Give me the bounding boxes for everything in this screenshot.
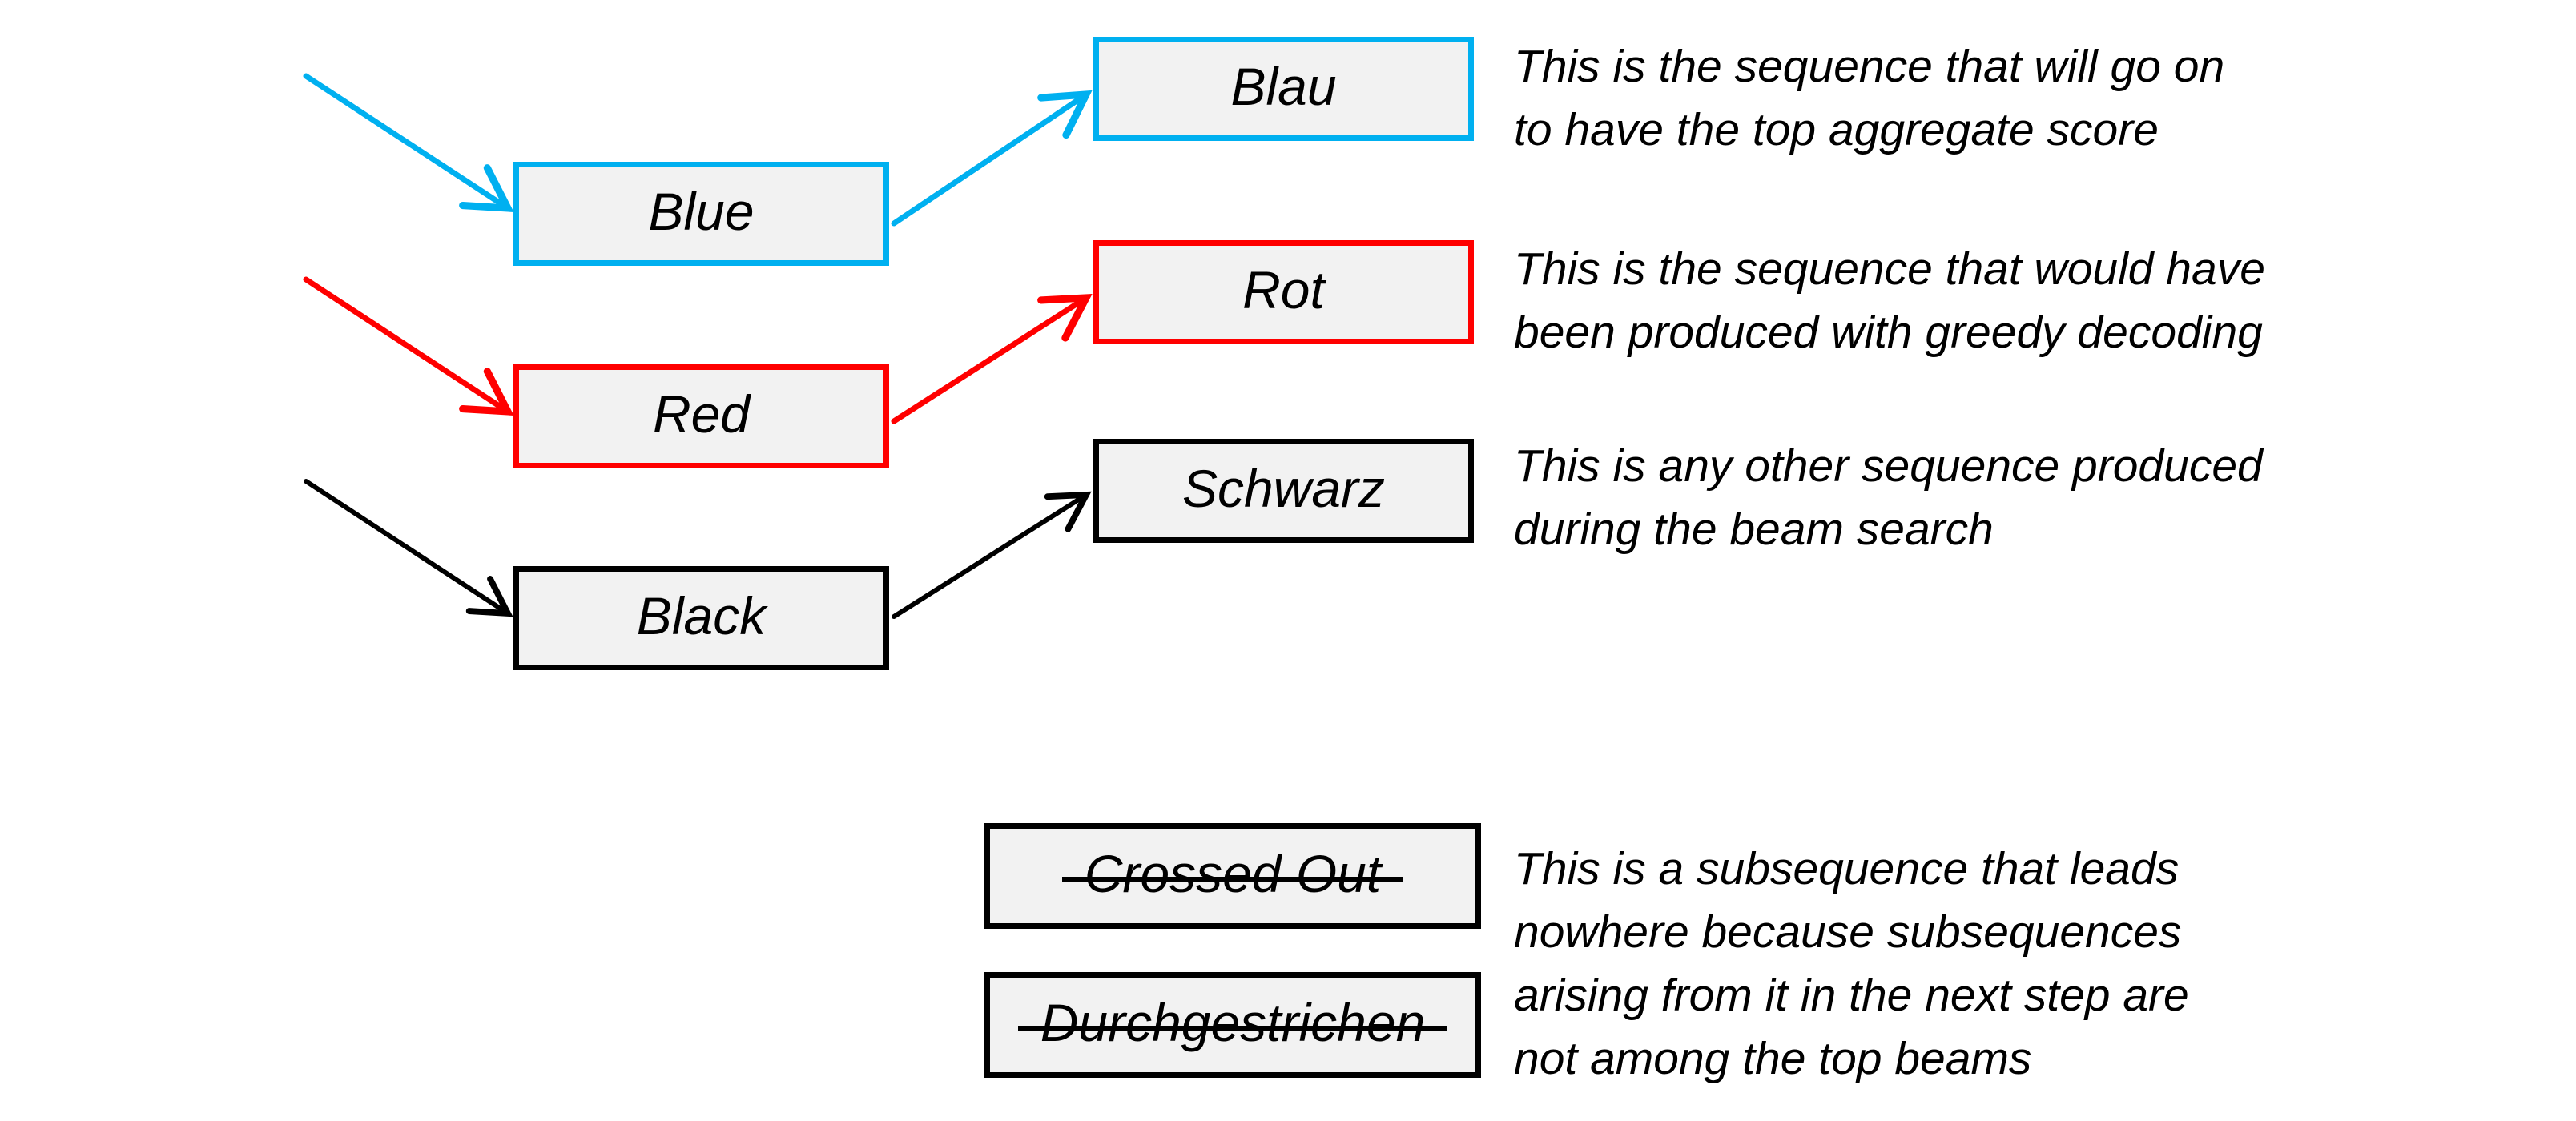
annotation-line: nowhere because subsequences <box>1514 906 2182 958</box>
node-red: Red <box>513 364 889 468</box>
node-blue: Blue <box>513 162 889 266</box>
annotation-line: This is a subsequence that leads <box>1514 843 2180 894</box>
node-black-label: Black <box>636 586 767 645</box>
annotation-greedy-decoding: This is the sequence that would have bee… <box>1514 238 2265 364</box>
node-schwarz: Schwarz <box>1093 439 1474 543</box>
annotation-line: This is any other sequence produced <box>1514 440 2263 492</box>
annotation-line: been produced with greedy decoding <box>1514 307 2263 358</box>
node-rot: Rot <box>1093 240 1474 344</box>
node-blau-label: Blau <box>1230 57 1337 116</box>
annotation-dead-subsequence: This is a subsequence that leads nowhere… <box>1514 838 2189 1091</box>
blue-incoming-arrow <box>303 73 514 213</box>
node-crossed-out-label: Crossed Out <box>1061 844 1404 903</box>
blue-outgoing-arrow <box>891 90 1093 227</box>
annotation-line: This is the sequence that would have <box>1514 243 2265 295</box>
black-incoming-arrow <box>304 479 513 617</box>
annotation-line: This is the sequence that will go on <box>1514 41 2225 92</box>
black-outgoing-arrow <box>892 491 1092 619</box>
red-outgoing-arrow <box>891 294 1093 424</box>
annotation-line: during the beam search <box>1514 504 1994 555</box>
red-incoming-arrow <box>303 276 514 416</box>
node-durchgestrichen-label: Durchgestrichen <box>1017 993 1447 1052</box>
node-durchgestrichen: Durchgestrichen <box>984 972 1481 1078</box>
node-red-label: Red <box>652 384 751 444</box>
node-schwarz-label: Schwarz <box>1181 459 1386 518</box>
node-blau: Blau <box>1093 37 1474 141</box>
annotation-other-sequence: This is any other sequence produced duri… <box>1514 435 2263 561</box>
node-black: Black <box>513 566 889 670</box>
node-crossed-out: Crossed Out <box>984 823 1481 929</box>
annotation-line: not among the top beams <box>1514 1033 2032 1084</box>
annotation-top-aggregate-score: This is the sequence that will go on to … <box>1514 35 2224 162</box>
node-rot-label: Rot <box>1242 260 1325 319</box>
node-blue-label: Blue <box>648 182 755 241</box>
annotation-line: to have the top aggregate score <box>1514 104 2159 155</box>
annotation-line: arising from it in the next step are <box>1514 970 2189 1021</box>
